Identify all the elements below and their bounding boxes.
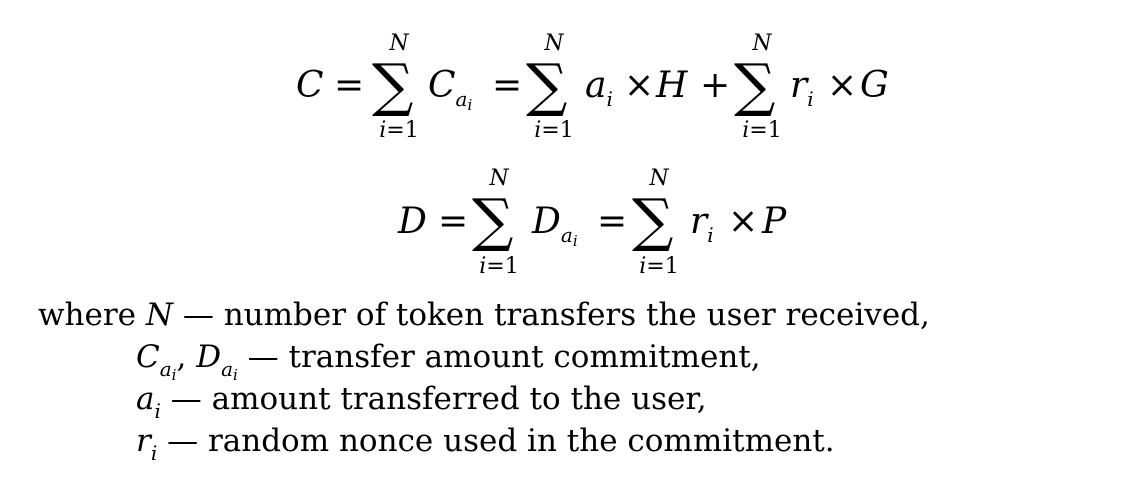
eq1-g: G xyxy=(860,65,889,106)
eq2-lhs: D xyxy=(398,201,427,242)
eq1-term1: Cai xyxy=(428,65,473,114)
eq1-sum3-upper: N xyxy=(752,31,772,56)
where-text-nonce: — random nonce used in the commitment. xyxy=(167,423,835,459)
where-text-amount: — amount transferred to the user, xyxy=(170,381,707,417)
eq1-equals-1: = xyxy=(334,65,365,106)
eq2-times: × xyxy=(728,201,759,242)
eq2-equals-1: = xyxy=(438,201,469,242)
eq1-lhs: C xyxy=(296,65,324,106)
eq2-sum1-sigma: ∑ xyxy=(472,186,514,254)
where-intro: where xyxy=(38,297,137,333)
eq2-equals-2: = xyxy=(597,201,628,242)
where-symbol-d: Dai xyxy=(196,339,238,384)
eq1-sum1-lower: i=1 xyxy=(379,118,419,143)
where-symbol-c: Cai xyxy=(136,339,177,384)
where-text-n: — number of token transfers the user rec… xyxy=(182,297,930,333)
eq2-sum2-lower: i=1 xyxy=(639,254,679,279)
eq1-sum2-sigma: ∑ xyxy=(526,51,568,119)
eq2-sum1-lower: i=1 xyxy=(479,254,519,279)
eq1-term2: ai xyxy=(585,65,613,111)
eq2-term2: ri xyxy=(690,201,714,247)
eq2-p: P xyxy=(762,201,787,242)
eq1-sum2-upper: N xyxy=(544,31,564,56)
eq2-sum1-upper: N xyxy=(489,166,509,191)
eq1-times-1: × xyxy=(624,65,655,106)
eq1-sum1-upper: N xyxy=(389,31,409,56)
eq1-equals-2: = xyxy=(492,65,523,106)
where-symbol-a: ai xyxy=(136,381,161,423)
eq1-term3: ri xyxy=(790,65,814,111)
where-line-n: where N — number of token transfers the … xyxy=(38,300,930,331)
eq1-sum2-lower: i=1 xyxy=(534,118,574,143)
where-symbol-r: ri xyxy=(136,423,158,465)
where-comma: , xyxy=(176,339,187,375)
where-symbol-n: N xyxy=(145,297,173,333)
eq1-plus: + xyxy=(700,65,731,106)
eq1-h: H xyxy=(656,65,688,106)
where-line-nonce: ri — random nonce used in the commitment… xyxy=(136,423,835,465)
eq1-times-2: × xyxy=(827,65,858,106)
eq2-term1: Dai xyxy=(532,201,578,250)
where-text-commitment: — transfer amount commitment, xyxy=(247,339,761,375)
eq1-sum3-lower: i=1 xyxy=(742,118,782,143)
eq1-sum3-sigma: ∑ xyxy=(734,51,776,119)
eq2-sum2-sigma: ∑ xyxy=(632,186,674,254)
eq1-sum1-sigma: ∑ xyxy=(372,51,414,119)
eq2-sum2-upper: N xyxy=(649,166,669,191)
where-line-commitment: Cai, Dai — transfer amount commitment, xyxy=(136,339,761,384)
where-line-amount: ai — amount transferred to the user, xyxy=(136,381,707,423)
